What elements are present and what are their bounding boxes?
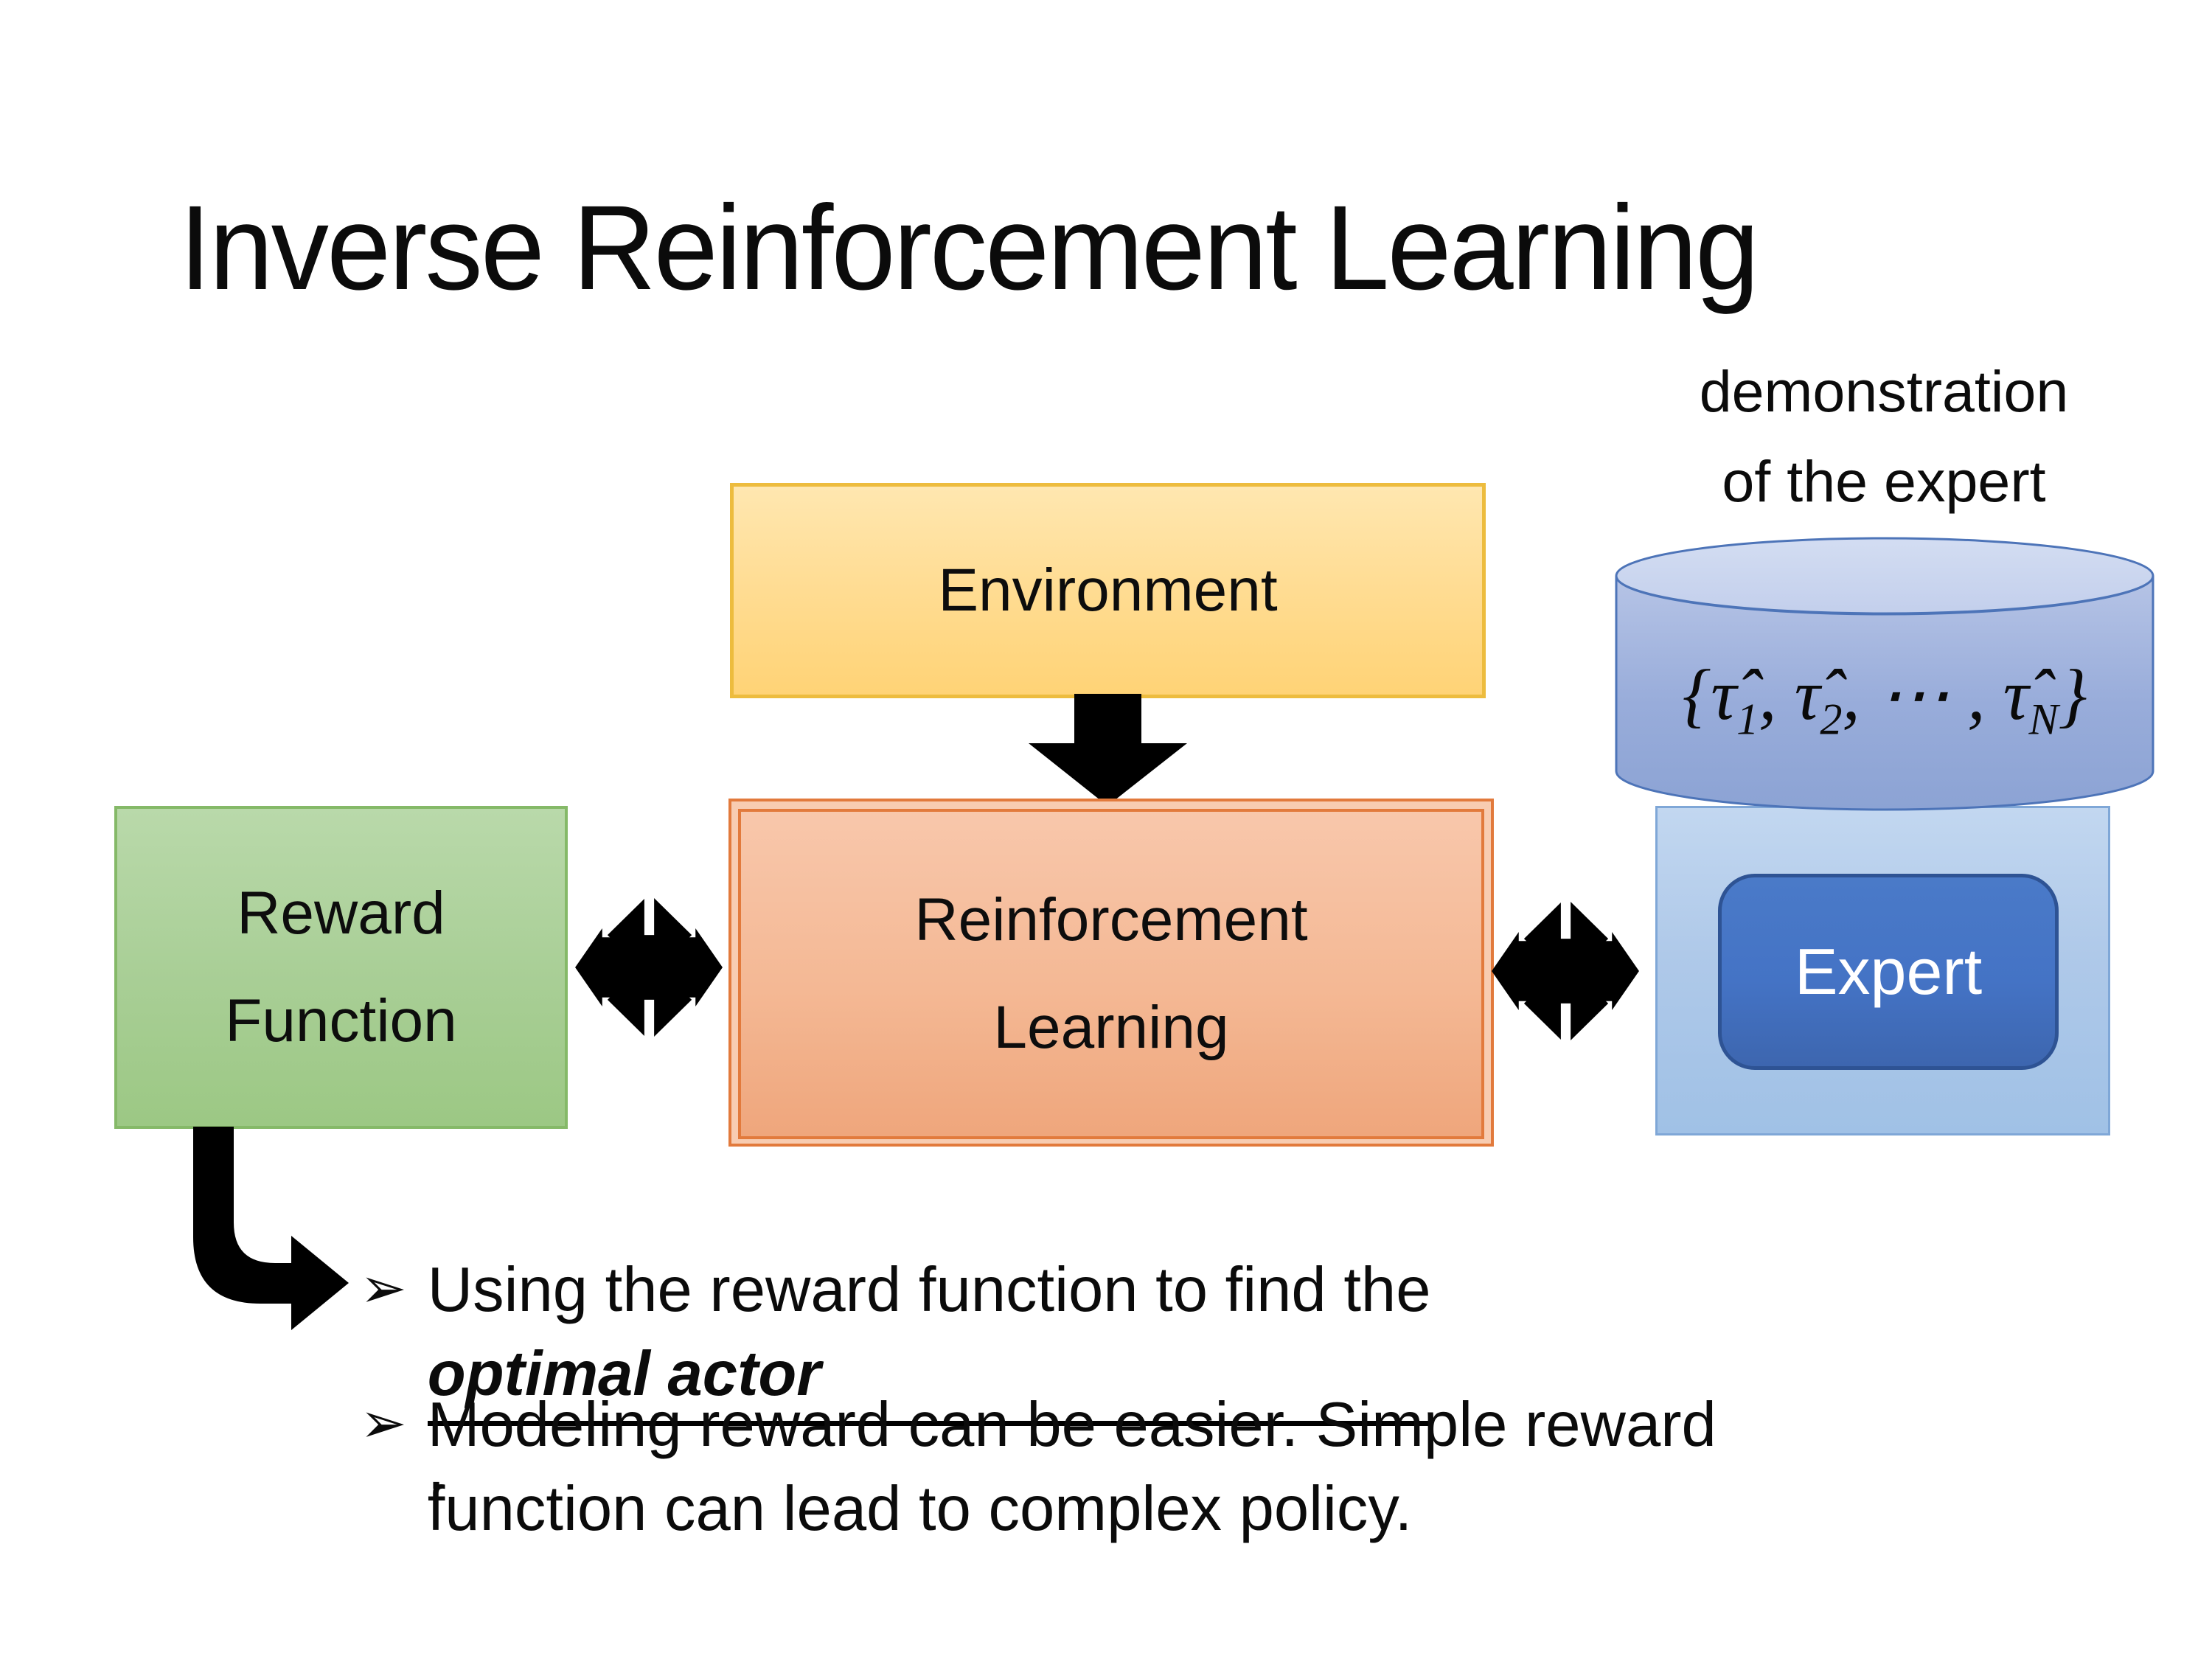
bullet-item-optimal-actor: ➢ Using the reward function to find the … [360, 1248, 2144, 1510]
bullet1-suffix: . [427, 1432, 445, 1503]
page-title: Inverse Reinforcement Learning [179, 180, 1759, 315]
bent-arrow-icon [193, 1127, 349, 1330]
formula-subN: N [2028, 695, 2059, 745]
expert-box: Expert [1718, 874, 2059, 1070]
bullet-text: Using the reward function to find the op… [427, 1248, 1431, 1510]
double-arrow-icon [575, 892, 723, 1043]
trajectory-set-formula: {τ̂1, τ̂2, ⋯ , τ̂N} [1615, 653, 2154, 742]
reward-function-label-line2: Function [225, 987, 457, 1054]
demonstration-label: demonstration of the expert [1585, 347, 2183, 527]
environment-box: Environment [730, 483, 1486, 698]
demonstration-label-line1: demonstration [1699, 358, 2069, 424]
reward-function-label-line1: Reward [237, 880, 445, 947]
arrowhead-bullet-icon: ➢ [360, 1392, 407, 1455]
bullet-item-modeling-reward: ➢ Modeling reward can be easier. Simple … [360, 1383, 2144, 1551]
arrowhead-bullet-icon: ➢ [360, 1257, 407, 1320]
reinforcement-learning-box: Reinforcement Learning [738, 809, 1484, 1139]
database-cylinder-icon [1615, 537, 2154, 811]
demonstration-label-line2: of the expert [1722, 448, 2046, 515]
down-arrow-icon [1029, 694, 1187, 806]
reinforcement-learning-label: Reinforcement Learning [914, 866, 1307, 1082]
reinforcement-learning-label-line2: Learning [993, 994, 1229, 1061]
bullet2-line2: function can lead to complex policy. [427, 1473, 1413, 1544]
formula-sub2: 2 [1820, 695, 1843, 745]
bullet1-emphasis: optimal actor [427, 1332, 1431, 1426]
bullet1-prefix: Using the reward function to find the [427, 1255, 1431, 1325]
formula-dots-tauN: , ⋯ , τ̂ [1842, 655, 2029, 734]
formula-open-tau1: {τ̂ [1682, 655, 1737, 734]
formula-sub1: 1 [1736, 695, 1759, 745]
reward-function-box: Reward Function [114, 806, 568, 1129]
bullet-text: Modeling reward can be easier. Simple re… [428, 1383, 1717, 1551]
reinforcement-learning-label-line1: Reinforcement [914, 886, 1308, 954]
formula-close: } [2058, 655, 2087, 734]
environment-label: Environment [938, 557, 1278, 625]
reward-function-label: Reward Function [225, 860, 457, 1075]
bullet2-line1: Modeling reward can be easier. Simple re… [427, 1390, 1717, 1460]
formula-tau2: , τ̂ [1759, 655, 1820, 734]
double-arrow-icon [1492, 896, 1639, 1046]
expert-label: Expert [1794, 935, 1983, 1008]
